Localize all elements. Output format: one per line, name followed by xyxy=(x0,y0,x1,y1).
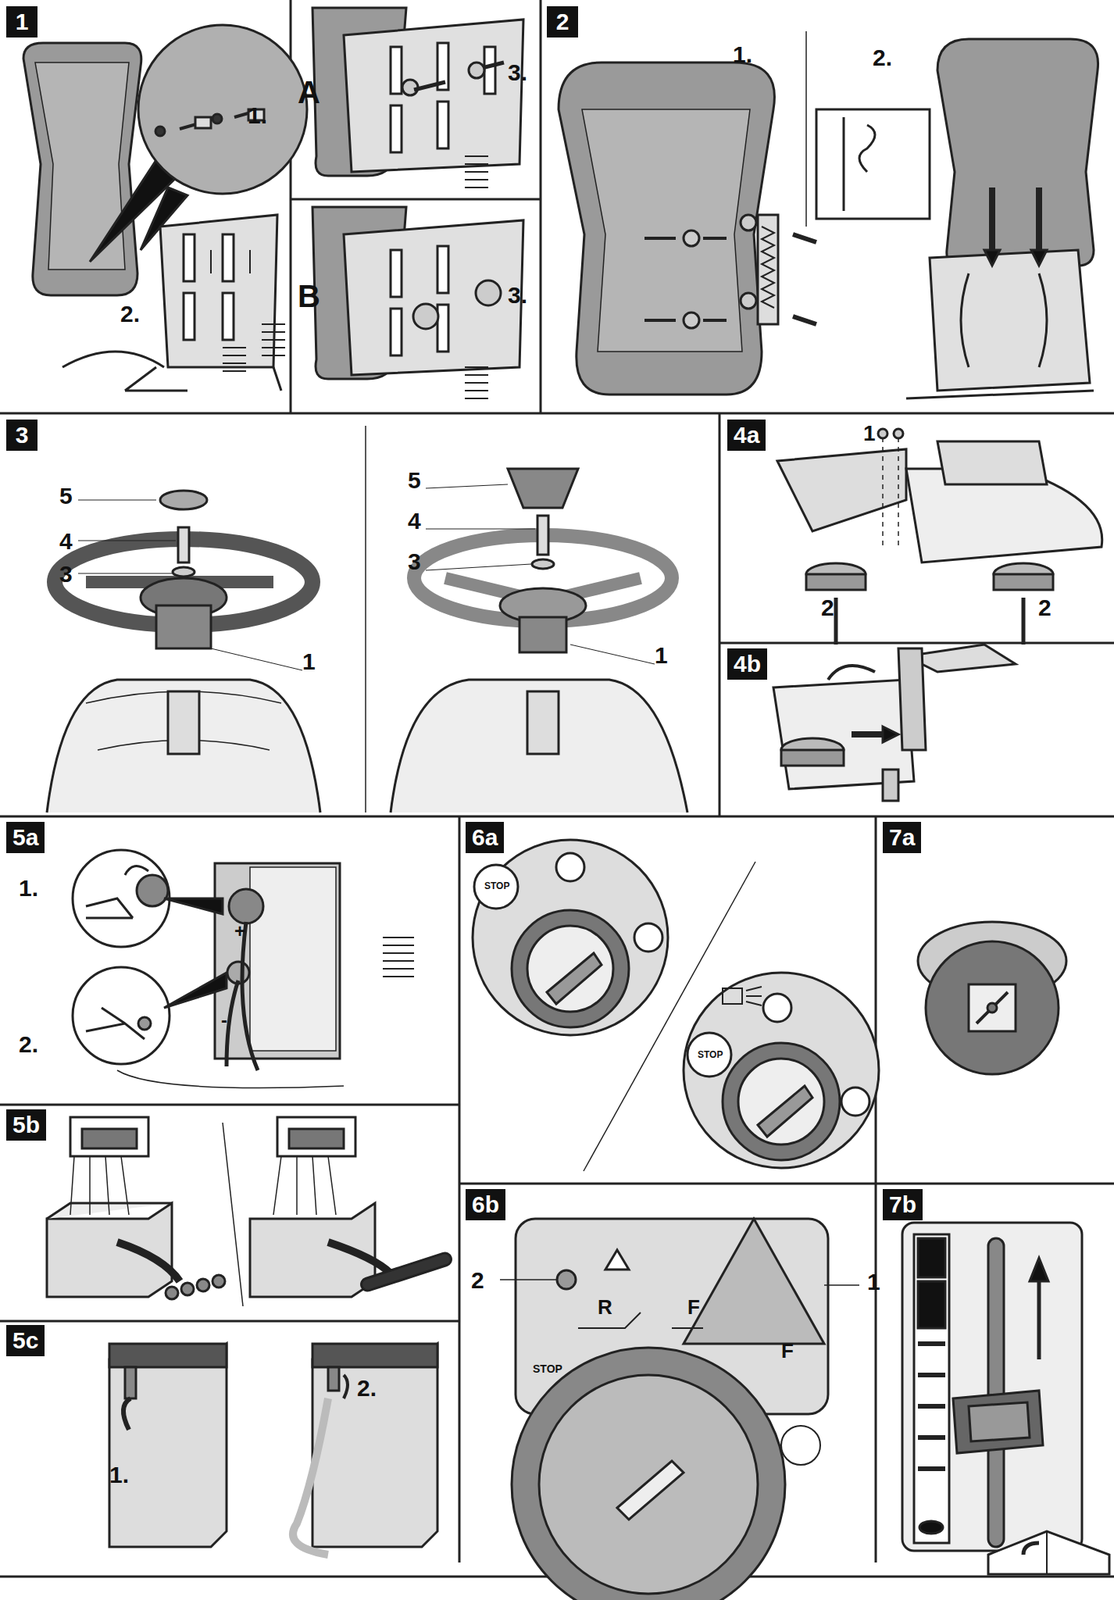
callout-number: STOP xyxy=(697,1049,723,1060)
callout-number: 2. xyxy=(357,1376,377,1400)
callout-number: 3. xyxy=(507,283,528,308)
callout-number: 2 xyxy=(471,1268,485,1293)
control-panel-label xyxy=(499,1218,860,1600)
seat-mount-2 xyxy=(816,39,1099,399)
mower-deck-4b xyxy=(773,644,1016,801)
callout-number: 4 xyxy=(407,509,422,533)
panel-badge: 7a xyxy=(882,821,922,854)
callout-number: 1 xyxy=(654,643,668,668)
callout-number: + xyxy=(234,921,246,941)
panel-number: 7a xyxy=(889,824,915,850)
panel-number: 4a xyxy=(733,421,760,448)
callout-number: F xyxy=(687,1296,700,1318)
panel-badge: 6b xyxy=(465,1188,506,1221)
steering-wheel-b xyxy=(390,468,688,813)
panel-number: 2 xyxy=(556,8,570,35)
callout-number: 5 xyxy=(59,484,73,508)
seat-plate-b xyxy=(312,207,524,399)
callout-number: - xyxy=(221,1010,228,1030)
mower-deck-4a xyxy=(777,428,1103,645)
seat-assembly-1 xyxy=(23,24,308,391)
callout-number: STOP xyxy=(532,1363,563,1375)
callout-number: B xyxy=(297,280,321,312)
callout-number: F xyxy=(781,1340,794,1361)
callout-number: STOP xyxy=(484,881,510,891)
battery-vent xyxy=(109,1343,438,1555)
callout-number: A xyxy=(297,76,321,108)
callout-number: 1. xyxy=(732,42,753,67)
callout-number: 2 xyxy=(1038,596,1052,620)
panel-badge: 5b xyxy=(6,1109,47,1141)
panel-badge: 4a xyxy=(727,419,766,451)
panel-number: 1 xyxy=(15,8,29,35)
callout-number: 2. xyxy=(120,302,140,326)
battery-connection xyxy=(72,849,415,1089)
panel-badge: 1 xyxy=(6,6,38,38)
callout-number: 5 xyxy=(407,468,422,493)
callout-number: 1. xyxy=(109,1463,129,1487)
panel-badge: 4b xyxy=(727,648,768,680)
callout-number: 1. xyxy=(247,103,268,128)
battery-caps xyxy=(46,1117,454,1300)
panel-badge: 5a xyxy=(6,821,45,854)
panel-number: 5c xyxy=(12,1327,39,1354)
seat-plate-a xyxy=(312,7,524,188)
panel-number: 5b xyxy=(12,1111,40,1138)
callout-number: 2. xyxy=(872,46,893,70)
seat-back-2 xyxy=(558,62,817,395)
steering-wheel-a xyxy=(46,490,321,813)
callout-number: 1. xyxy=(18,876,39,900)
panel-number: 5a xyxy=(12,824,39,850)
callout-number: R xyxy=(597,1296,613,1318)
callout-number: 2. xyxy=(18,1032,39,1057)
callout-number: 4 xyxy=(59,529,73,554)
ignition-switch xyxy=(472,839,879,1168)
panel-number: 6a xyxy=(471,824,498,850)
panel-badge: 7b xyxy=(882,1188,923,1221)
pto-button xyxy=(917,921,1067,1075)
callout-number: 3 xyxy=(59,562,73,586)
panel-badge: 5c xyxy=(6,1324,45,1357)
panel-badge: 6a xyxy=(465,821,504,854)
callout-number: 2 xyxy=(821,596,835,620)
callout-number: 1 xyxy=(867,1270,881,1294)
panel-badge: 2 xyxy=(546,6,579,38)
callout-number: 3 xyxy=(407,549,422,574)
callout-number: 1 xyxy=(302,649,316,674)
panel-number: 7b xyxy=(889,1191,917,1218)
callout-number: 1 xyxy=(863,422,876,445)
callout-number: 3. xyxy=(507,60,528,85)
panel-number: 3 xyxy=(15,421,29,448)
panel-number: 4b xyxy=(733,650,761,677)
panel-number: 6b xyxy=(471,1191,500,1218)
panel-badge: 3 xyxy=(6,419,38,451)
throttle-lever xyxy=(902,1222,1110,1575)
